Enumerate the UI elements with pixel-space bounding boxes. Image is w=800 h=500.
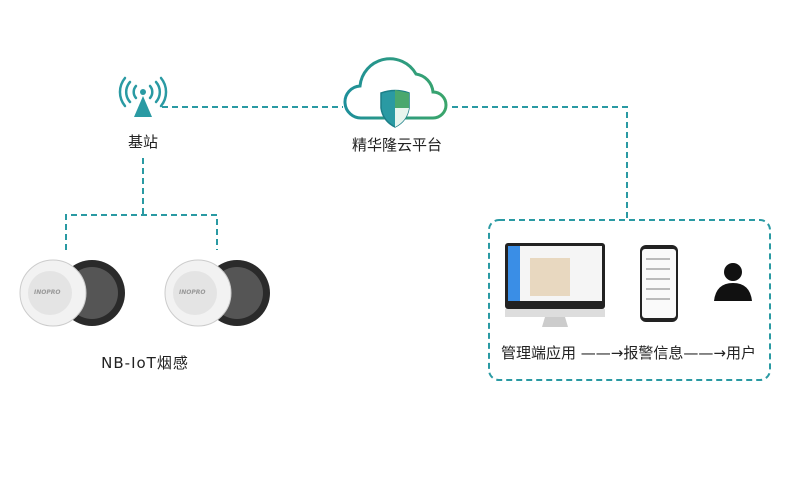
- flow-step-alarm-info: 报警信息: [623, 344, 684, 362]
- monitor-icon: [505, 243, 605, 327]
- connector-cloud-box: [452, 106, 628, 218]
- smoke-detector-2: [164, 259, 270, 327]
- connector-detector-split: [65, 214, 218, 250]
- flow-step-admin-app: 管理端应用: [501, 344, 577, 362]
- cloud-platform-label: 精华隆云平台: [351, 136, 443, 154]
- detector-logo-1: INOPRO: [34, 289, 61, 296]
- app-flow-text: 管理端应用 ——→报警信息——→用户: [501, 342, 756, 363]
- antenna-icon: [118, 76, 168, 108]
- app-flow-box: [488, 219, 771, 381]
- phone-icon: [640, 245, 678, 322]
- flow-step-user: 用户: [725, 344, 756, 362]
- user-icon: [714, 263, 752, 301]
- smoke-detector-1: [19, 259, 125, 327]
- smoke-detector-label: NB-IoT烟感: [101, 354, 189, 372]
- detector-logo-2: INOPRO: [179, 289, 206, 296]
- arrow-icon: ——→: [580, 344, 624, 362]
- base-station-label: 基站: [127, 133, 159, 151]
- arrow-icon: ——→: [683, 344, 726, 362]
- cloud-icon: [343, 57, 448, 120]
